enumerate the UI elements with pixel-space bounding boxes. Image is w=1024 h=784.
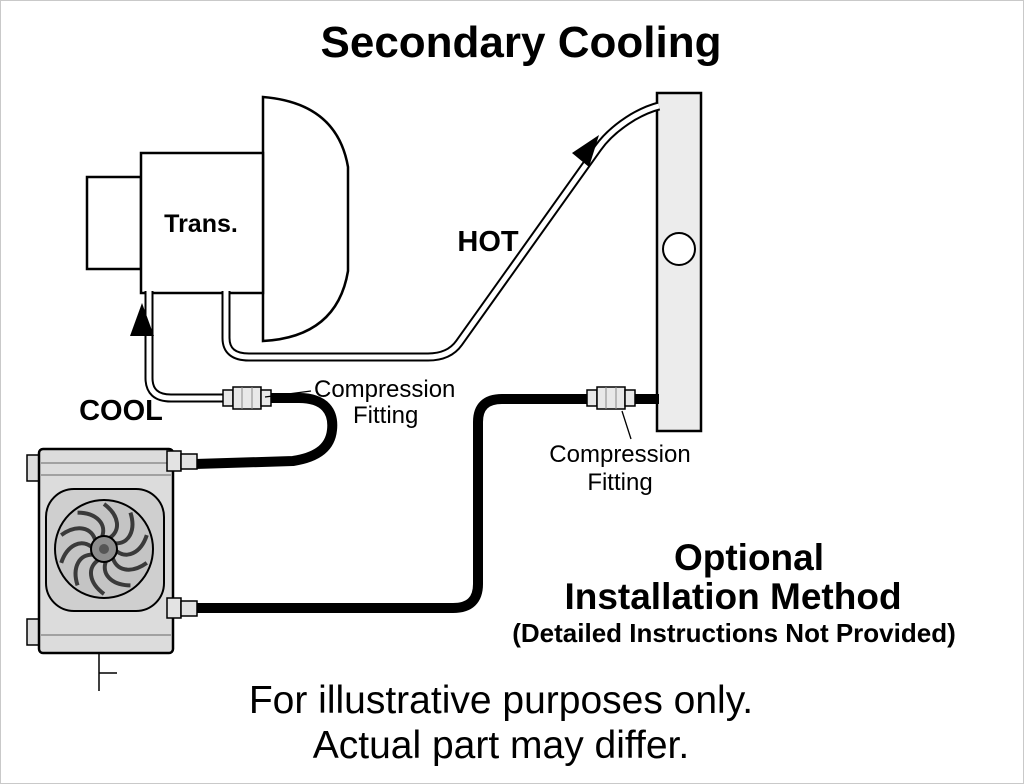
- hot-line: [221, 101, 661, 362]
- fan-hub-center: [99, 544, 109, 554]
- auxiliary-cooler: [26, 447, 175, 691]
- cool-line: [144, 291, 229, 403]
- cool-line-inner: [146, 291, 229, 401]
- hot-label: HOT: [457, 226, 519, 258]
- fitting1-label-line2: Fitting: [353, 402, 418, 429]
- cooler-bracket-bottom: [26, 618, 40, 646]
- optional-title-line2: Installation Method: [564, 576, 901, 617]
- hot-line-inner: [223, 103, 660, 360]
- hose-cooler-to-radiator: [195, 394, 591, 613]
- trans-label: Trans.: [164, 210, 238, 238]
- optional-title-line1: Optional: [674, 537, 824, 578]
- fitting1-leader-line: [264, 390, 312, 398]
- fitting2-leader-line: [621, 410, 632, 440]
- fitting2-label-line1: Compression: [549, 441, 690, 468]
- fitting2-label-line2: Fitting: [587, 469, 652, 496]
- bellhousing: [261, 95, 350, 343]
- footer-line1: For illustrative purposes only.: [249, 679, 753, 722]
- hot-flow-arrow: [572, 135, 599, 167]
- hose-cool-to-cooler: [194, 393, 338, 469]
- cooler-probe-line: [98, 653, 117, 691]
- trans-tailshaft: [85, 175, 143, 271]
- fitting1-label-line1: Compression: [314, 376, 455, 403]
- cool-flow-arrow: [130, 303, 154, 336]
- fan-blades: [59, 502, 149, 596]
- cool-line-outer: [144, 291, 229, 403]
- optional-note: (Detailed Instructions Not Provided): [512, 618, 956, 648]
- radiator-cap-circle: [662, 232, 696, 266]
- compression-fitting-1: [222, 386, 272, 410]
- trans-case: [139, 151, 265, 295]
- cooler-top-port: [166, 450, 198, 472]
- transmission: [85, 95, 350, 343]
- cooler-bottom-port: [166, 597, 198, 619]
- footer-line2: Actual part may differ.: [313, 724, 689, 767]
- cooler-bracket-top: [26, 454, 40, 482]
- page-title: Secondary Cooling: [321, 18, 722, 67]
- cool-label: COOL: [79, 395, 163, 427]
- compression-fitting-2: [586, 386, 636, 410]
